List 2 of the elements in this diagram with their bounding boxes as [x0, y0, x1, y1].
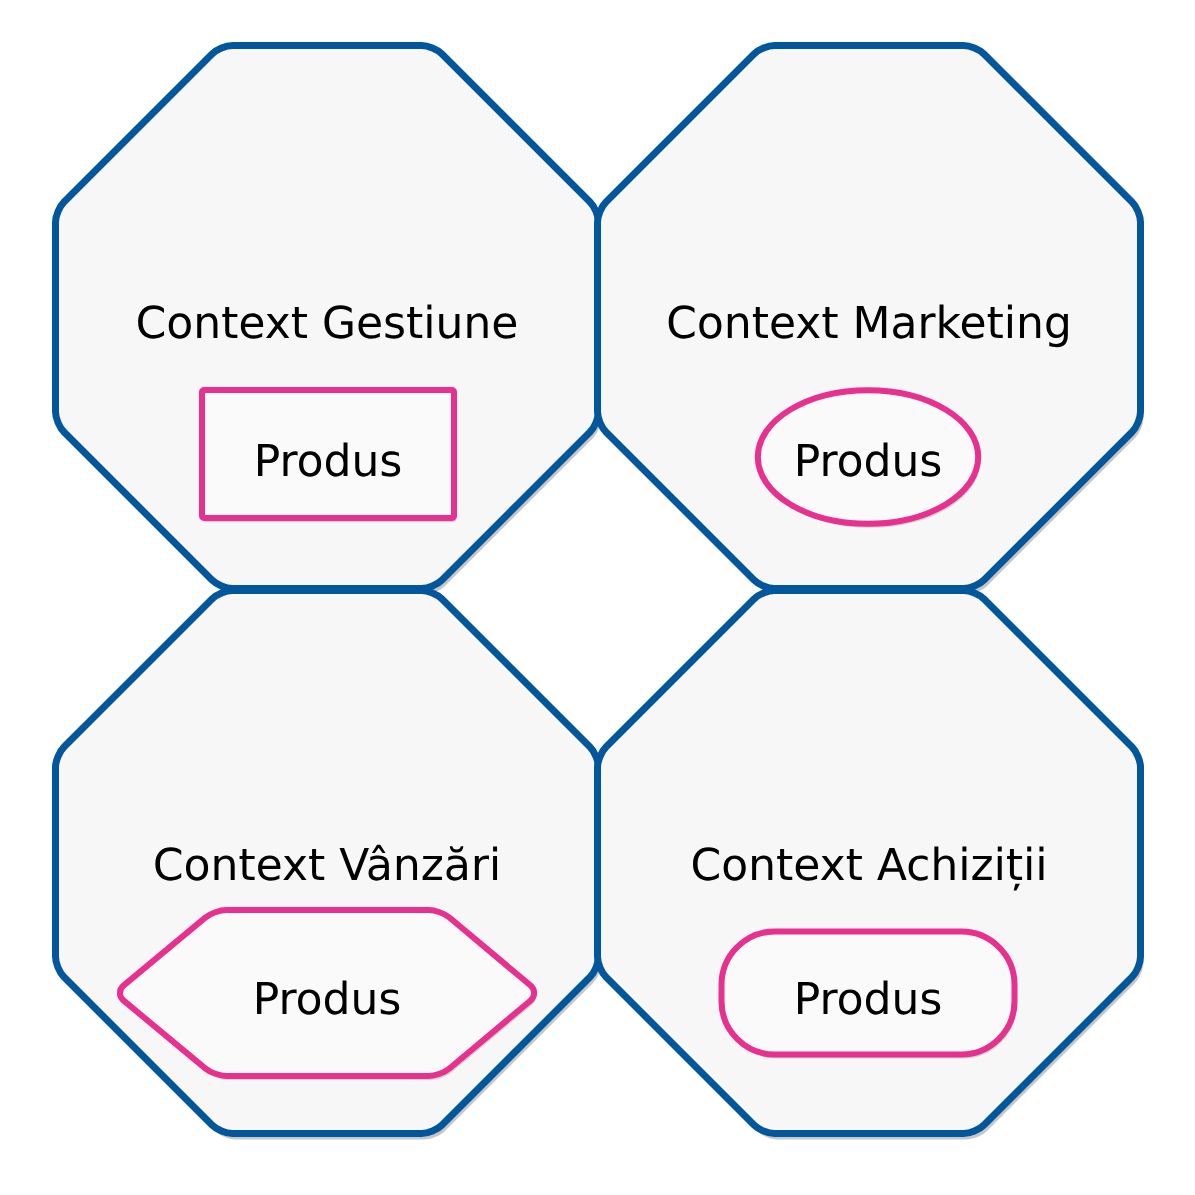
rounded-box: Produs: [718, 928, 1018, 1059]
rectangle-box: Produs: [199, 387, 457, 522]
